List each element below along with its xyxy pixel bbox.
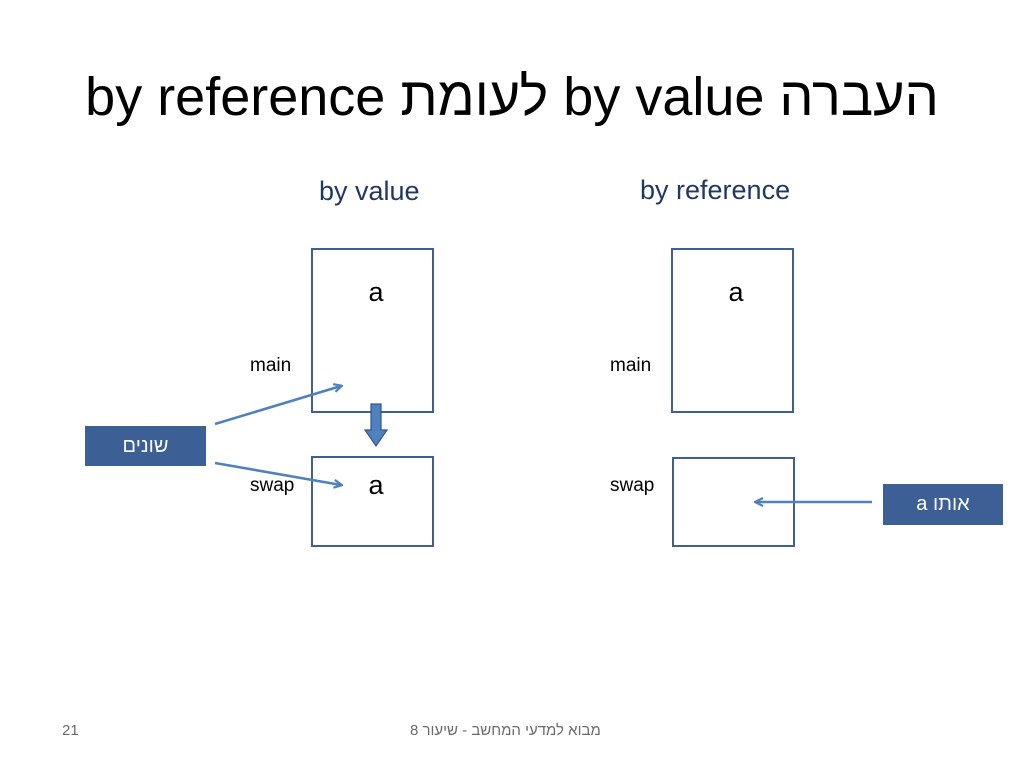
- by-value-heading: by value: [319, 176, 420, 206]
- footer-course-title: מבוא למדעי המחשב - שיעור 8: [410, 722, 601, 739]
- by-reference-main-frame: [671, 248, 794, 413]
- slide-title: העברה by value לעומת by reference: [85, 67, 939, 127]
- by-reference-main-variable: a: [728, 277, 744, 307]
- callout-to-swap-arrow: [214, 461, 341, 485]
- by-value-main-label: main: [250, 355, 292, 376]
- by-reference-callout: אותו a: [883, 484, 1003, 525]
- by-reference-main-label: main: [610, 355, 652, 376]
- callout-to-main-arrow: [214, 386, 341, 426]
- by-value-swap-frame: [311, 456, 434, 547]
- copy-down-arrow: [363, 403, 389, 448]
- by-value-callout: שונים: [85, 426, 206, 466]
- by-value-main-variable: a: [368, 277, 384, 307]
- page-number: 21: [62, 722, 79, 739]
- by-value-swap-label: swap: [250, 475, 295, 496]
- by-reference-swap-label: swap: [610, 475, 655, 496]
- by-value-swap-variable: a: [368, 470, 384, 500]
- by-reference-heading: by reference: [640, 175, 791, 205]
